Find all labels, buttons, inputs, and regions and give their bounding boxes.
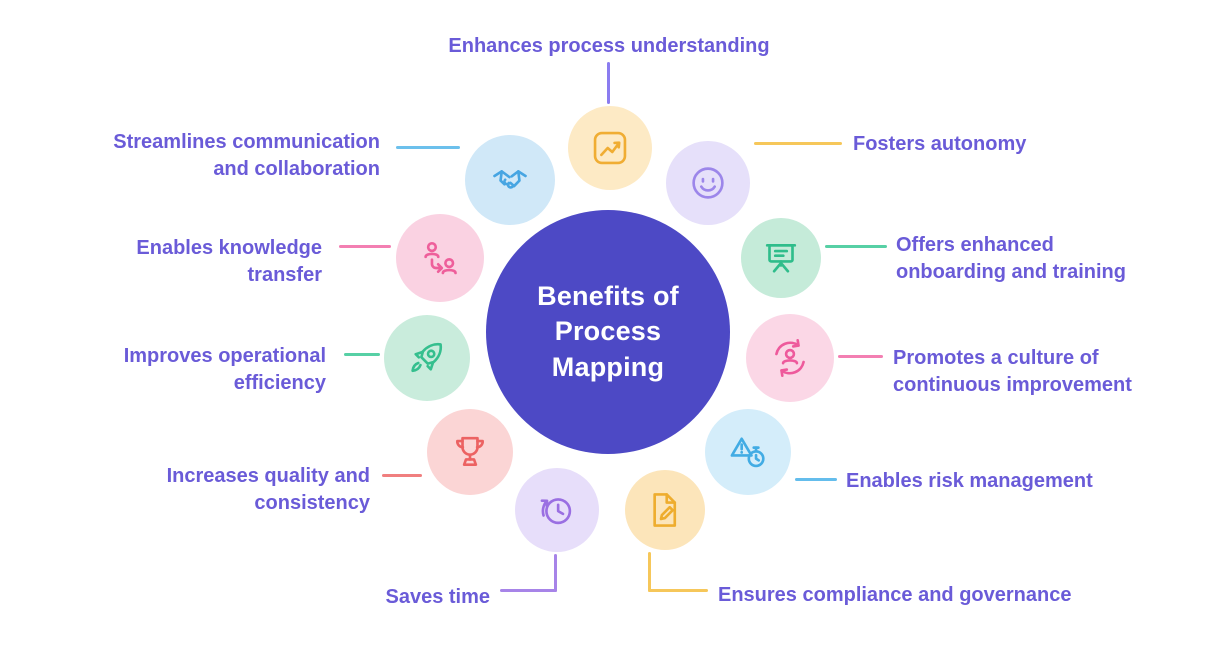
benefit-bubble xyxy=(465,135,555,225)
benefit-label: Promotes a culture of continuous improve… xyxy=(893,347,1132,396)
trophy-icon xyxy=(456,436,484,466)
connector-line xyxy=(339,245,391,248)
clock-history-icon xyxy=(540,498,572,525)
benefit-label: Enables risk management xyxy=(846,470,1093,492)
knowledge-transfer-icon xyxy=(424,241,457,275)
benefit-bubble xyxy=(705,409,791,495)
connector-line xyxy=(838,355,883,358)
benefit-bubble xyxy=(666,141,750,225)
smiley-face-icon xyxy=(692,167,724,199)
center-circle: Benefits of Process Mapping xyxy=(486,210,730,454)
connector-line xyxy=(344,353,380,356)
connector-line xyxy=(648,552,651,592)
benefit-bubble xyxy=(427,409,513,495)
center-title: Benefits of Process Mapping xyxy=(537,281,679,382)
benefit-bubble xyxy=(746,314,834,402)
rocket-icon xyxy=(411,342,443,373)
connector-line xyxy=(795,478,837,481)
document-edit-icon xyxy=(653,493,677,527)
connector-line xyxy=(754,142,842,145)
benefit-label: Ensures compliance and governance xyxy=(718,584,1072,606)
line-chart-icon xyxy=(593,131,627,165)
connector-line xyxy=(825,245,887,248)
presentation-board-icon xyxy=(765,244,797,273)
benefit-bubble xyxy=(384,315,470,401)
connector-line xyxy=(554,554,557,592)
benefit-label: Increases quality and consistency xyxy=(166,465,370,514)
benefit-label: Improves operational efficiency xyxy=(123,345,326,394)
benefit-label: Saves time xyxy=(385,586,490,608)
risk-alert-icon xyxy=(730,437,765,468)
benefit-bubble xyxy=(741,218,821,298)
benefit-label: Enhances process understanding xyxy=(448,35,770,57)
benefit-label: Streamlines communication and collaborat… xyxy=(113,131,380,180)
benefit-bubble xyxy=(396,214,484,302)
connector-line xyxy=(500,589,557,592)
connector-line xyxy=(382,474,422,477)
benefit-label: Offers enhanced onboarding and training xyxy=(896,234,1126,283)
benefit-bubble xyxy=(568,106,652,190)
benefit-label: Fosters autonomy xyxy=(853,133,1027,155)
benefit-bubble xyxy=(515,468,599,552)
benefit-label: Enables knowledge transfer xyxy=(136,237,322,286)
connector-line xyxy=(396,146,460,149)
connector-line xyxy=(648,589,708,592)
person-cycle-icon xyxy=(775,338,805,378)
handshake-icon xyxy=(493,170,527,189)
connector-line xyxy=(607,62,610,104)
benefit-bubble xyxy=(625,470,705,550)
